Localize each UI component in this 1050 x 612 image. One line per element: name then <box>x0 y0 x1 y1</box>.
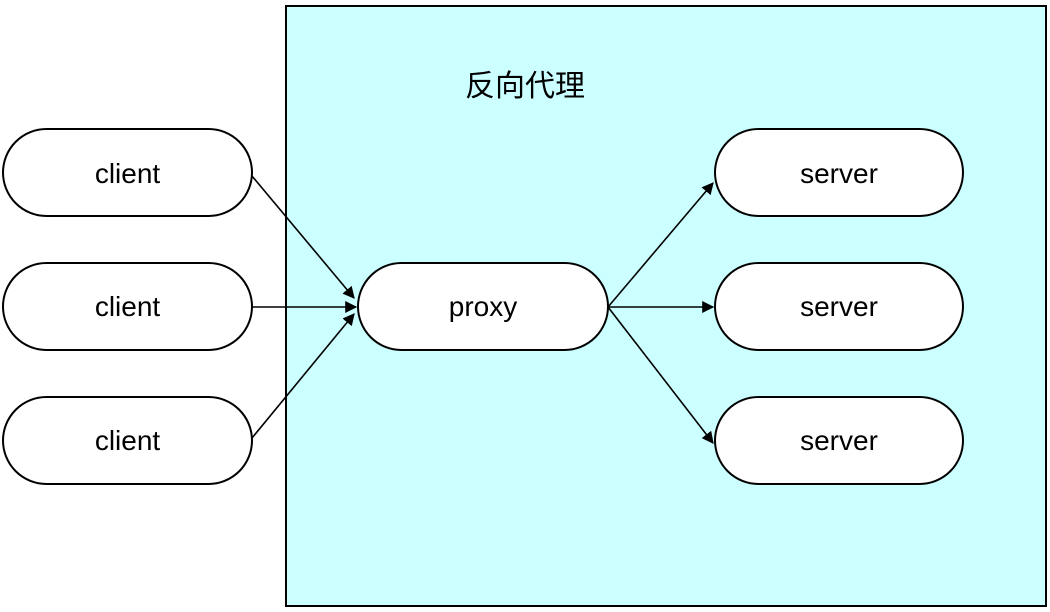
server-node-label: server <box>800 291 878 322</box>
proxy-node: proxy <box>357 262 609 351</box>
server-node-3: server <box>714 396 964 485</box>
client-node-2: client <box>2 262 253 351</box>
server-node-1: server <box>714 128 964 217</box>
group-title: 反向代理 <box>465 69 585 104</box>
edge-proxy-to-server-3 <box>607 306 714 444</box>
server-node-label: server <box>800 425 878 456</box>
edge-proxy-to-server-1 <box>607 182 714 308</box>
client-node-3: client <box>2 396 253 485</box>
server-node-label: server <box>800 158 878 189</box>
client-node-label: client <box>95 158 161 189</box>
server-node-2: server <box>714 262 964 351</box>
proxy-node-label: proxy <box>449 291 517 322</box>
client-node-label: client <box>95 291 161 322</box>
client-node-label: client <box>95 425 161 456</box>
edge-client-1-to-proxy <box>251 175 355 299</box>
edge-client-3-to-proxy <box>251 313 355 439</box>
client-node-1: client <box>2 128 253 217</box>
